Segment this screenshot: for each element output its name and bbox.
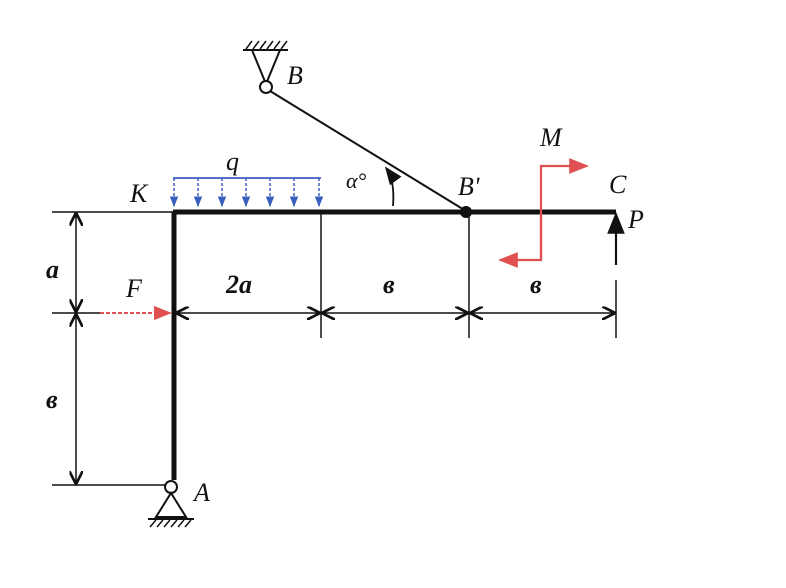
- joint-bprime: [460, 206, 472, 218]
- label-q: q: [226, 147, 239, 176]
- label-b: B: [287, 61, 303, 90]
- support-a: [148, 480, 194, 528]
- label-p: P: [627, 205, 644, 234]
- support-b: [243, 40, 288, 94]
- label-dim-a: a: [46, 255, 59, 284]
- label-alpha: α°: [346, 168, 367, 193]
- distributed-load-q: [169, 177, 324, 208]
- label-dim-b-right: в: [530, 270, 542, 299]
- label-c: C: [609, 170, 627, 199]
- dimension-left: [52, 214, 170, 486]
- label-b-prime: Bʹ: [458, 172, 480, 201]
- moment-m: [498, 158, 589, 268]
- label-dim-2a: 2a: [225, 270, 252, 299]
- dimension-horizontal: [177, 212, 617, 338]
- label-m: M: [539, 123, 563, 152]
- label-a: A: [192, 478, 210, 507]
- label-dim-b-vertical: в: [46, 385, 58, 414]
- label-f: F: [125, 274, 143, 303]
- angle-alpha-arc: [384, 166, 402, 207]
- label-dim-b-middle: в: [383, 270, 395, 299]
- rod-b-bprime: [269, 90, 467, 212]
- label-k: K: [129, 179, 149, 208]
